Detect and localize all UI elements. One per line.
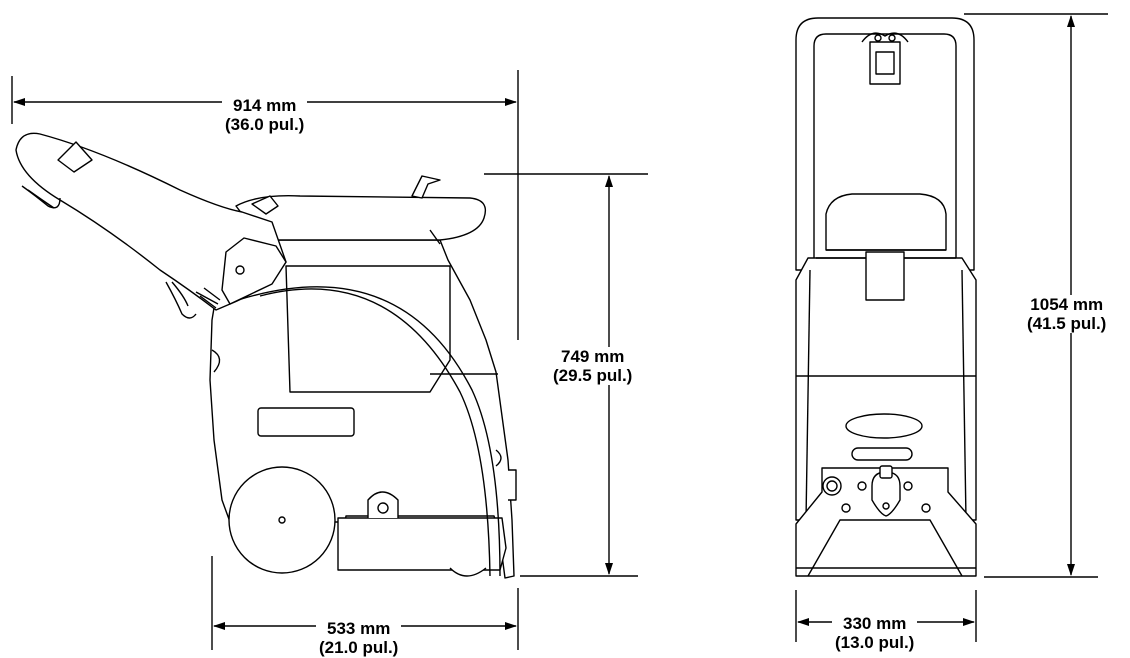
- label-1054: 1054 mm (41.5 pul.): [1024, 295, 1110, 333]
- front-valve: [879, 465, 893, 479]
- side-front-clip: [508, 469, 517, 501]
- label-914-imperial: (36.0 pul.): [225, 115, 305, 134]
- front-center-hole: [882, 502, 890, 510]
- front-screw-2: [903, 481, 913, 491]
- side-tank-window: [285, 265, 451, 393]
- front-side-line-r: [961, 269, 967, 521]
- label-914-metric: 914 mm: [233, 96, 297, 115]
- side-hose-spring: [195, 287, 221, 309]
- front-latch-window: [875, 51, 895, 75]
- front-quick-connect-inner: [826, 480, 838, 492]
- front-screw-4: [921, 503, 931, 513]
- side-handle-trigger-2: [27, 189, 55, 209]
- front-tank-recess: [865, 251, 905, 301]
- rear-wheel-hub: [278, 516, 286, 524]
- side-base-plate: [337, 517, 507, 571]
- side-label-plate: [257, 407, 355, 437]
- front-view-machine: [795, 17, 977, 577]
- front-latch-clip: [861, 32, 909, 43]
- side-notch: [211, 349, 221, 373]
- side-lid-seam: [429, 229, 441, 245]
- side-lid-latch-rear: [251, 195, 279, 215]
- label-1054-imperial: (41.5 pul.): [1027, 314, 1107, 333]
- side-bump-hole: [377, 502, 389, 514]
- label-330: 330 mm (13.0 pul.): [832, 614, 918, 652]
- side-lid-latch: [411, 175, 441, 199]
- front-lid: [825, 193, 947, 251]
- side-front-notch: [495, 449, 502, 467]
- side-arc-inner: [259, 288, 491, 577]
- label-330-imperial: (13.0 pul.): [835, 633, 915, 652]
- label-749-metric: 749 mm: [561, 347, 625, 366]
- side-handle-pivot: [221, 237, 287, 305]
- side-lid: [235, 195, 487, 241]
- front-plate: [795, 467, 977, 577]
- label-749: 749 mm (29.5 pul.): [550, 347, 636, 385]
- label-749-imperial: (29.5 pul.): [553, 366, 633, 385]
- front-side-line-l: [805, 269, 811, 521]
- label-533: 533 mm (21.0 pul.): [316, 619, 402, 657]
- front-body: [795, 257, 977, 521]
- front-latch-screw-r: [888, 34, 896, 42]
- side-arc: [237, 286, 501, 577]
- front-plate-inner: [807, 519, 963, 577]
- label-914: 914 mm (36.0 pul.): [222, 96, 308, 134]
- side-view-machine: [15, 132, 517, 579]
- side-pivot-hole: [235, 265, 245, 275]
- label-533-imperial: (21.0 pul.): [319, 638, 399, 657]
- side-hose-coupling: [165, 281, 197, 319]
- front-slot: [851, 447, 913, 461]
- front-screw-3: [841, 503, 851, 513]
- label-533-metric: 533 mm: [327, 619, 391, 638]
- front-latch-screw-l: [874, 34, 882, 42]
- label-1054-metric: 1054 mm: [1030, 295, 1104, 314]
- front-screw-1: [857, 481, 867, 491]
- front-caster: [449, 567, 487, 577]
- side-handle-grip: [57, 141, 93, 173]
- label-330-metric: 330 mm: [843, 614, 907, 633]
- side-hose-end: [171, 281, 189, 307]
- front-badge: [845, 413, 923, 439]
